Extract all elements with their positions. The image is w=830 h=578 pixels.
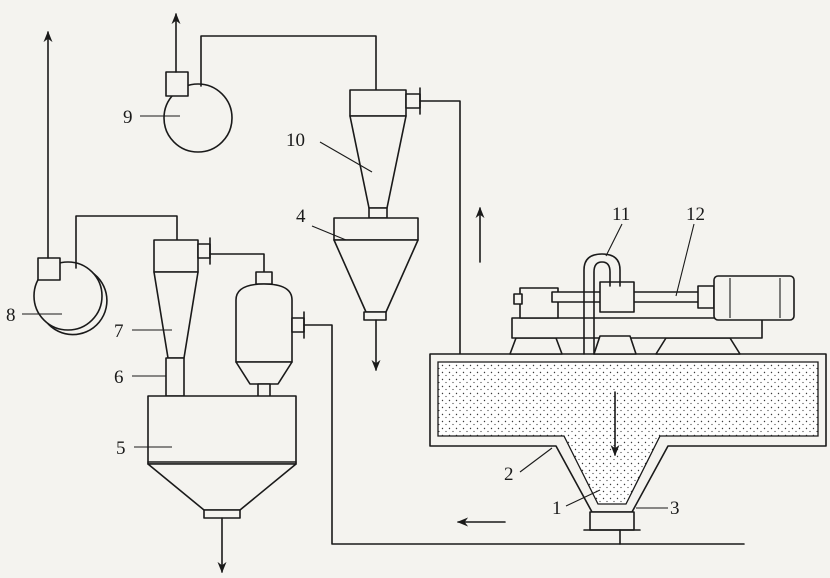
- label-12: 12: [686, 204, 705, 225]
- number-labels: 1 2 3 4 5 6 7 8 9 10 11 12: [6, 107, 705, 519]
- outlet-3: [589, 511, 635, 531]
- leader-4: [311, 225, 347, 241]
- label-4: 4: [296, 206, 306, 227]
- leader-lines: [22, 115, 695, 509]
- label-8: 8: [6, 305, 16, 326]
- tube-6: [165, 357, 185, 397]
- duct-cyclone-10-to-bed: [419, 100, 461, 355]
- duct-fan-9-to-cyclone-10: [200, 35, 377, 91]
- bag-filter: [235, 271, 305, 399]
- duct-fan-8-to-cyclone-7: [75, 215, 178, 269]
- fluidized-bed-tank: [429, 353, 827, 545]
- label-3: 3: [670, 498, 680, 519]
- hopper-4: [333, 217, 419, 372]
- leader-12: [675, 223, 695, 297]
- agitator-drive: [509, 253, 795, 355]
- label-6: 6: [114, 367, 124, 388]
- particle-bed: [437, 361, 819, 505]
- fan-9: [163, 12, 233, 153]
- label-7: 7: [114, 321, 124, 342]
- duct-cyclone-7-to-filter: [209, 253, 265, 273]
- label-2: 2: [504, 464, 514, 485]
- feed-line-bed-to-filter: [303, 324, 745, 545]
- u-pipe-11: [583, 253, 621, 355]
- leader-2: [519, 447, 553, 473]
- label-10: 10: [286, 130, 305, 151]
- leader-11: [605, 223, 623, 257]
- collector-5: [147, 395, 297, 574]
- leader-10: [319, 141, 373, 173]
- label-5: 5: [116, 438, 126, 459]
- label-9: 9: [123, 107, 133, 128]
- label-11: 11: [612, 204, 630, 225]
- leader-1: [565, 489, 601, 507]
- cyclone-7: [153, 237, 211, 397]
- cyclone-10: [349, 87, 421, 219]
- label-1: 1: [552, 498, 562, 519]
- fan-8: [33, 30, 108, 336]
